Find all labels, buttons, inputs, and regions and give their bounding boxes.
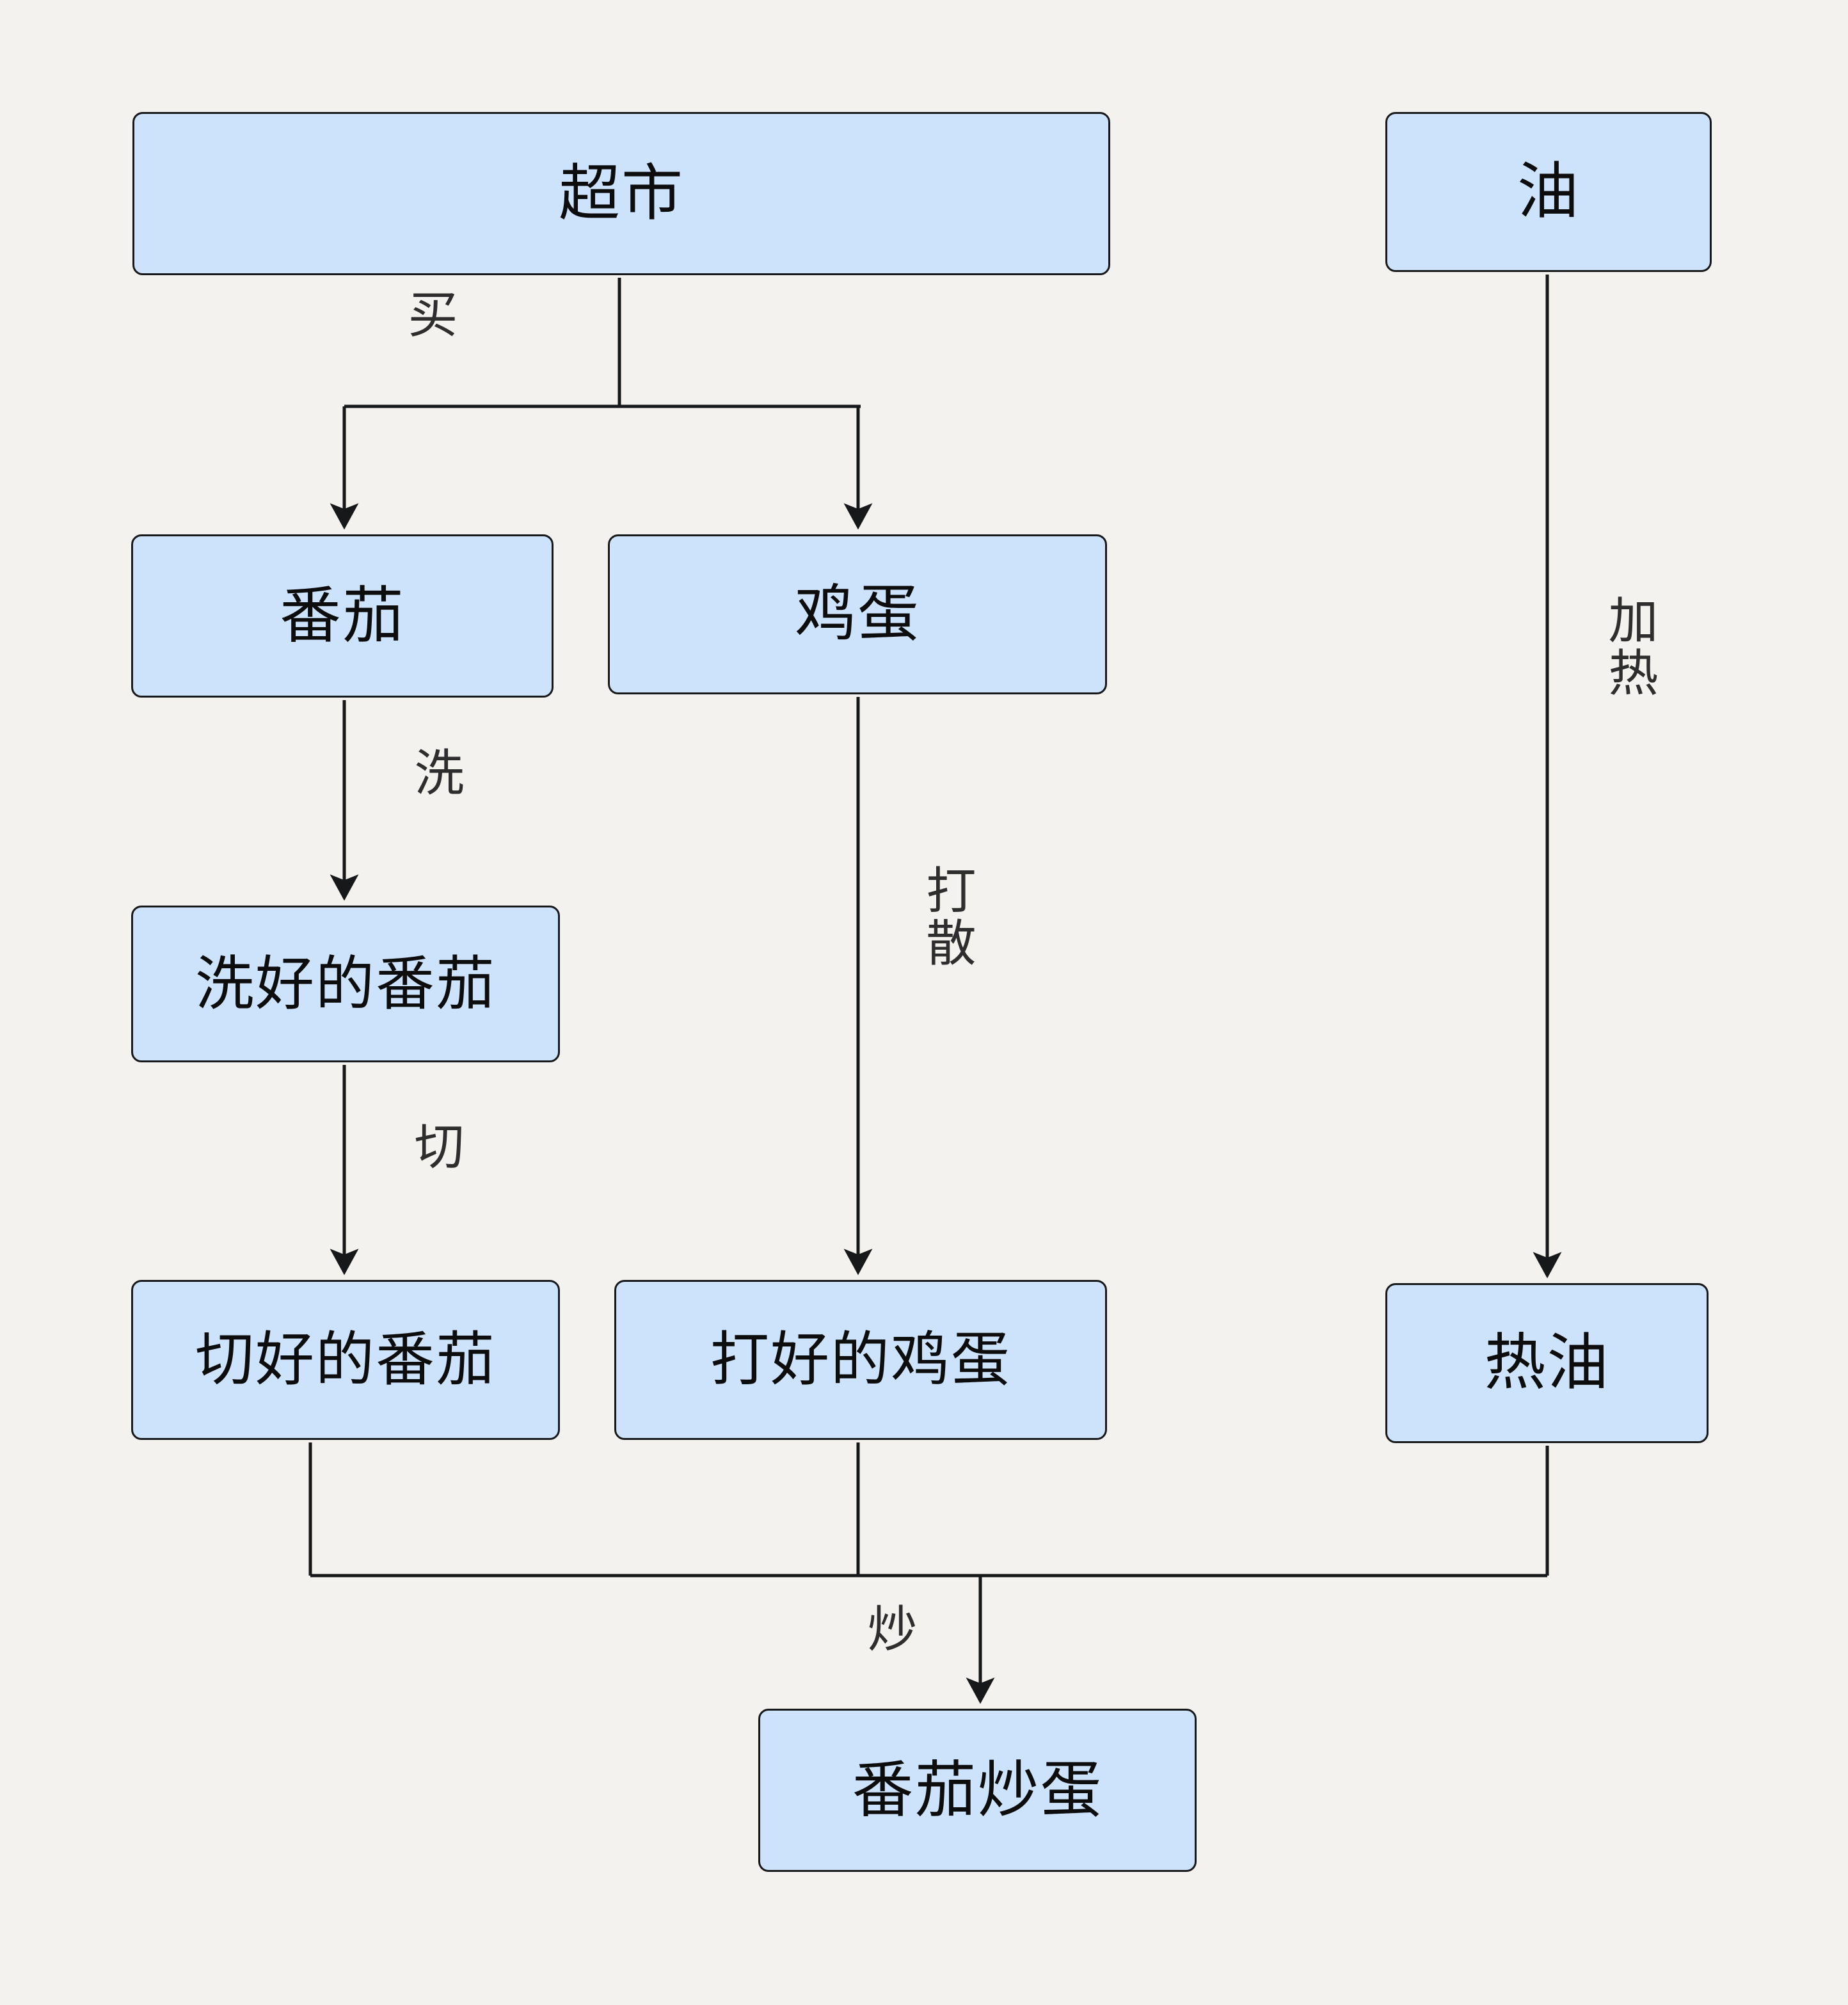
node-oil-label: 油 — [1517, 157, 1580, 226]
edge-label-buy: 买 — [408, 287, 459, 343]
edge-label-beat: 打 散 — [926, 863, 977, 971]
node-beaten-egg-label: 打好的鸡蛋 — [710, 1327, 1011, 1393]
node-tomato[interactable]: 番茄 — [131, 534, 554, 698]
node-final-dish-label: 番茄炒蛋 — [852, 1755, 1103, 1825]
node-egg[interactable]: 鸡蛋 — [608, 534, 1107, 694]
node-beaten-egg[interactable]: 打好的鸡蛋 — [614, 1280, 1107, 1440]
edge-label-stirfry: 炒 — [867, 1601, 918, 1658]
node-hot-oil-label: 热油 — [1484, 1329, 1610, 1397]
node-washed-tomato-label: 洗好的番茄 — [195, 951, 496, 1017]
node-hot-oil[interactable]: 热油 — [1385, 1283, 1709, 1443]
edge-label-cut: 切 — [414, 1119, 465, 1175]
node-egg-label: 鸡蛋 — [795, 580, 920, 648]
node-cut-tomato[interactable]: 切好的番茄 — [131, 1280, 560, 1440]
node-oil[interactable]: 油 — [1385, 112, 1712, 272]
node-final-dish[interactable]: 番茄炒蛋 — [758, 1709, 1197, 1872]
node-tomato-label: 番茄 — [280, 581, 405, 650]
node-washed-tomato[interactable]: 洗好的番茄 — [131, 906, 560, 1062]
edge-label-heat: 加 热 — [1608, 593, 1659, 701]
node-cut-tomato-label: 切好的番茄 — [195, 1327, 496, 1393]
node-supermarket-label: 超市 — [559, 159, 684, 228]
node-supermarket[interactable]: 超市 — [132, 112, 1110, 275]
edge-label-wash: 洗 — [414, 745, 465, 801]
